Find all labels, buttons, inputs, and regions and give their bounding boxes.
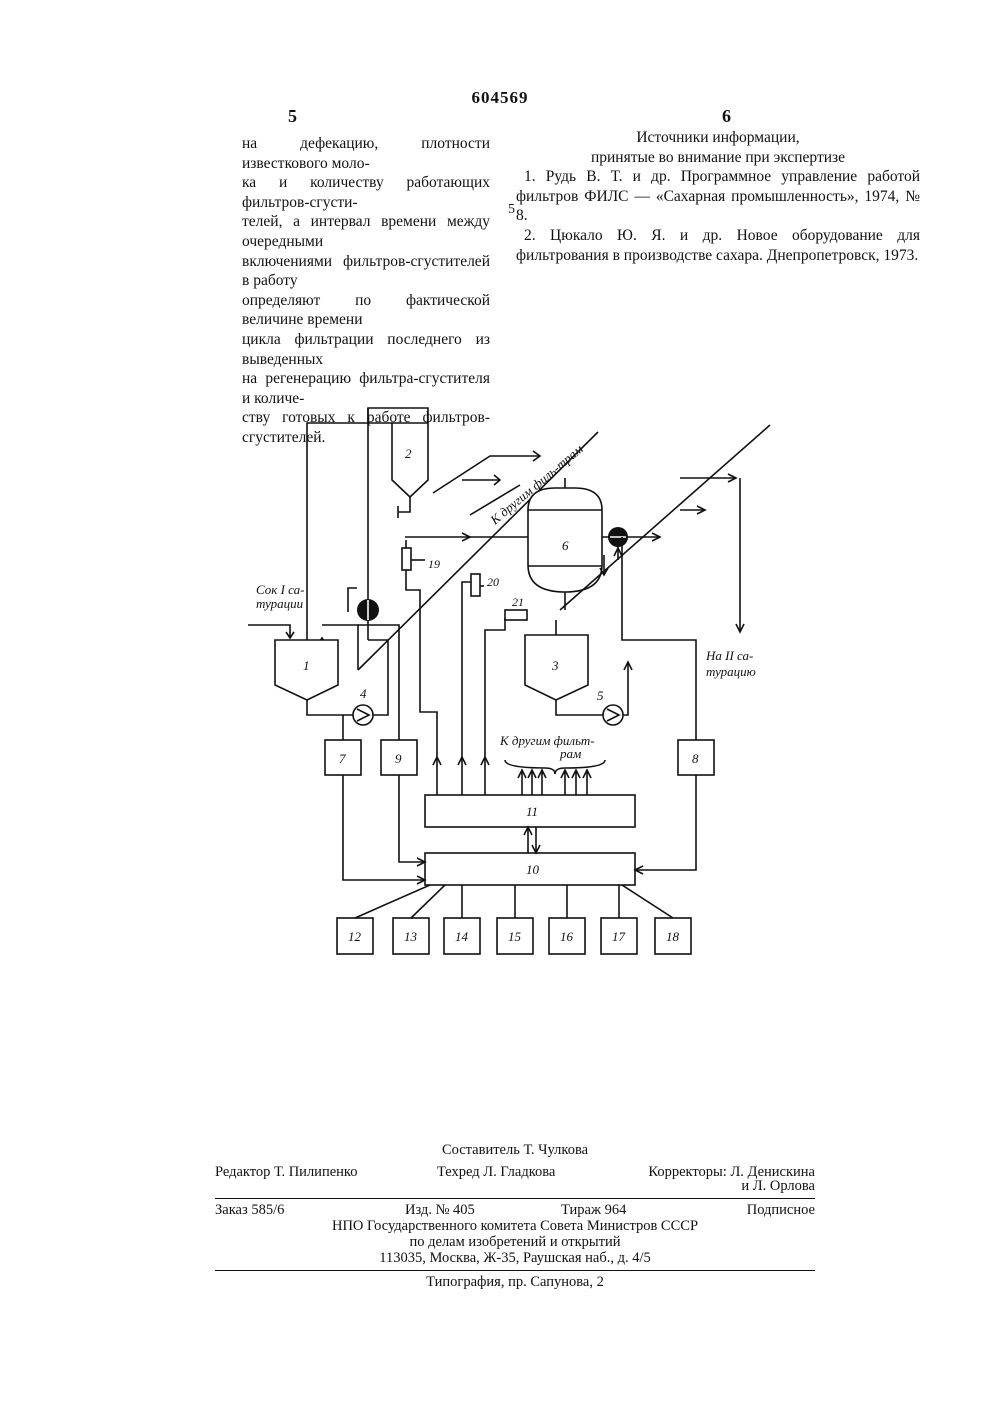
label-19: 19 [428, 557, 440, 571]
label-12: 12 [348, 929, 362, 944]
label-8: 8 [692, 751, 699, 766]
pipe [368, 408, 428, 423]
brace [505, 760, 605, 774]
label-3: 3 [551, 658, 559, 673]
org-2: по делам изобретений и открытий [215, 1234, 815, 1251]
signal-line [635, 775, 696, 870]
label-21: 21 [512, 595, 524, 609]
arrow [532, 827, 540, 853]
printer: Типография, пр. Сапунова, 2 [215, 1274, 815, 1291]
editor: Редактор Т. Пилипенко [215, 1164, 357, 1181]
control-line [462, 582, 471, 795]
label-1: 1 [303, 658, 310, 673]
label-7: 7 [339, 751, 346, 766]
label-5: 5 [597, 688, 604, 703]
sensor-21 [505, 610, 527, 620]
edition: Изд. № 405 [405, 1202, 475, 1219]
pipe [348, 588, 357, 612]
signal-line [622, 537, 696, 740]
composer: Составитель Т. Чулкова [215, 1142, 815, 1159]
techred: Техред Л. Гладкова [437, 1164, 555, 1181]
divider [215, 1270, 815, 1271]
signal-line [343, 775, 425, 880]
label-to-other-filters-mid-2: рам [559, 746, 581, 761]
label-15: 15 [508, 929, 522, 944]
org-1: НПО Государственного комитета Совета Мин… [215, 1218, 815, 1235]
order: Заказ 585/6 [215, 1202, 284, 1219]
circulation: Тираж 964 [561, 1202, 626, 1219]
control-line [485, 618, 505, 795]
pipe [623, 662, 628, 715]
pipe [398, 497, 410, 512]
label-to-second-saturation-1: На II са- [705, 648, 753, 663]
label-18: 18 [666, 929, 680, 944]
divider [215, 1198, 815, 1199]
sensor-20 [471, 574, 480, 596]
label-13: 13 [404, 929, 418, 944]
label-2: 2 [405, 446, 412, 461]
label-16: 16 [560, 929, 574, 944]
pipe-juice-input [248, 625, 290, 638]
signal-line [399, 775, 425, 862]
correctors-2: и Л. Орлова [741, 1178, 815, 1195]
org-3: 113035, Москва, Ж-35, Раушская наб., д. … [215, 1250, 815, 1267]
label-juice-input-2: турации [256, 596, 304, 611]
label-11: 11 [526, 804, 538, 819]
label-14: 14 [455, 929, 469, 944]
label-20: 20 [487, 575, 499, 589]
label-4: 4 [360, 686, 367, 701]
label-to-second-saturation-2: турацию [706, 664, 756, 679]
label-6: 6 [562, 538, 569, 553]
label-juice-input-1: Сок I са- [256, 582, 304, 597]
label-17: 17 [612, 929, 626, 944]
label-10: 10 [526, 862, 540, 877]
arrow [524, 827, 532, 853]
subscription: Подписное [747, 1202, 815, 1219]
label-9: 9 [395, 751, 402, 766]
sensor-19 [402, 548, 411, 570]
pipe [307, 700, 355, 715]
